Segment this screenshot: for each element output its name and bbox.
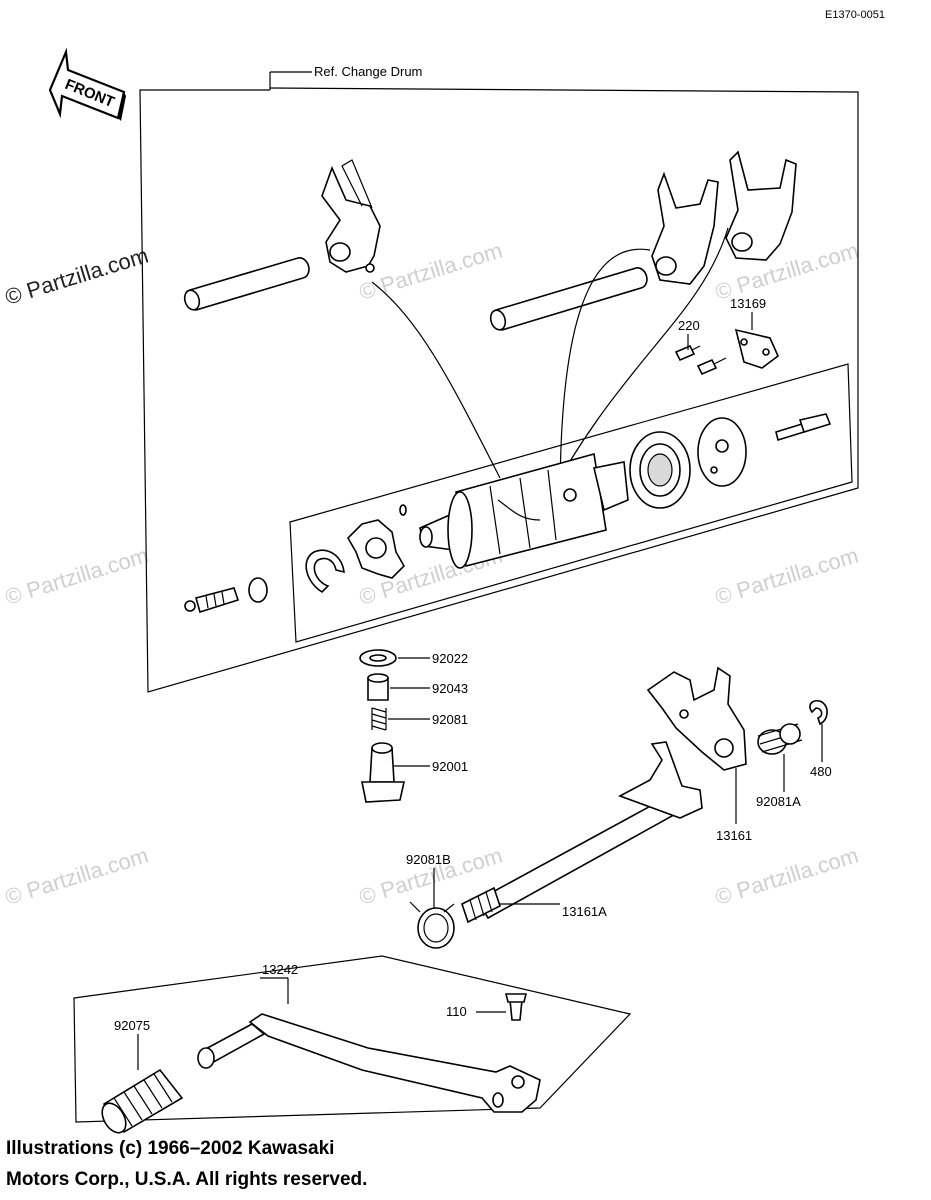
washer-small bbox=[248, 577, 268, 603]
part-220-screws bbox=[674, 344, 727, 376]
copyright-line-2: Motors Corp., U.S.A. All rights reserved… bbox=[6, 1169, 368, 1190]
watermark-text: © Partzilla.com bbox=[712, 543, 861, 610]
label-92001: 92001 bbox=[432, 759, 468, 774]
leader-lines bbox=[137, 312, 823, 1070]
label-92081a: 92081A bbox=[756, 794, 801, 809]
drum-pin-bolt bbox=[775, 413, 832, 442]
label-13242: 13242 bbox=[262, 962, 298, 977]
part-92081A-spring bbox=[757, 723, 803, 755]
label-220: 220 bbox=[678, 318, 700, 333]
part-13161-arm bbox=[646, 666, 747, 771]
shift-fork-right bbox=[725, 150, 797, 261]
part-13161A-shaft bbox=[461, 741, 703, 924]
part-92081-spring bbox=[371, 707, 387, 731]
circlip bbox=[305, 549, 345, 594]
leader-fork-left bbox=[371, 281, 501, 479]
copyright-notice: Illustrations (c) 1966–2002 Kawasaki Mot… bbox=[6, 1133, 367, 1195]
watermark-text: © Partzilla.com bbox=[2, 243, 151, 310]
label-92043: 92043 bbox=[432, 681, 468, 696]
front-arrow-icon: FRONT bbox=[48, 47, 126, 121]
watermark-text: © Partzilla.com bbox=[2, 543, 151, 610]
part-92081B-spring bbox=[409, 901, 455, 949]
label-13161: 13161 bbox=[716, 828, 752, 843]
label-480: 480 bbox=[810, 764, 832, 779]
watermarks: © Partzilla.com © Partzilla.com © Partzi… bbox=[2, 238, 861, 910]
neutral-switch bbox=[184, 587, 240, 614]
watermark-text: © Partzilla.com bbox=[712, 843, 861, 910]
leader-fork-mid bbox=[559, 248, 651, 501]
shift-fork-left bbox=[321, 159, 381, 273]
label-92081: 92081 bbox=[432, 712, 468, 727]
part-110-bolt bbox=[504, 993, 528, 1021]
label-13161a: 13161A bbox=[562, 904, 607, 919]
part-92043-pin bbox=[367, 673, 389, 701]
part-480-circlip bbox=[809, 699, 828, 726]
part-13242-pedal bbox=[197, 1013, 541, 1113]
watermark-text: © Partzilla.com bbox=[2, 843, 151, 910]
part-13169-plate bbox=[734, 328, 779, 369]
change-drum bbox=[419, 452, 629, 569]
ref-label: Ref. Change Drum bbox=[314, 64, 422, 79]
part-92075-rubber bbox=[101, 1068, 184, 1134]
label-92075: 92075 bbox=[114, 1018, 150, 1033]
drum-bearing bbox=[629, 431, 691, 509]
drum-cam-plate bbox=[697, 417, 747, 487]
shift-rod-left bbox=[183, 257, 310, 311]
small-pin bbox=[399, 504, 407, 516]
diagram-code: E1370-0051 bbox=[825, 9, 885, 21]
pedal-frame bbox=[73, 955, 632, 1123]
shift-rod-right bbox=[489, 267, 648, 331]
leader-fork-right bbox=[539, 227, 729, 515]
ref-change-drum: Ref. Change Drum bbox=[269, 64, 422, 90]
part-labels: 13169 220 92022 92043 92081 92001 480 92… bbox=[114, 296, 832, 1033]
watermark-text: © Partzilla.com bbox=[356, 238, 505, 305]
shift-fork-mid bbox=[651, 171, 719, 285]
label-92022: 92022 bbox=[432, 651, 468, 666]
copyright-line-1: Illustrations (c) 1966–2002 Kawasaki bbox=[6, 1138, 335, 1159]
label-13169: 13169 bbox=[730, 296, 766, 311]
label-110: 110 bbox=[446, 1004, 467, 1019]
drum-star-plate bbox=[347, 519, 405, 579]
drum-frame bbox=[289, 363, 853, 643]
part-92022-washer bbox=[359, 649, 397, 667]
label-92081b: 92081B bbox=[406, 852, 451, 867]
part-92001-bolt bbox=[361, 742, 405, 803]
outer-frame bbox=[139, 87, 859, 693]
